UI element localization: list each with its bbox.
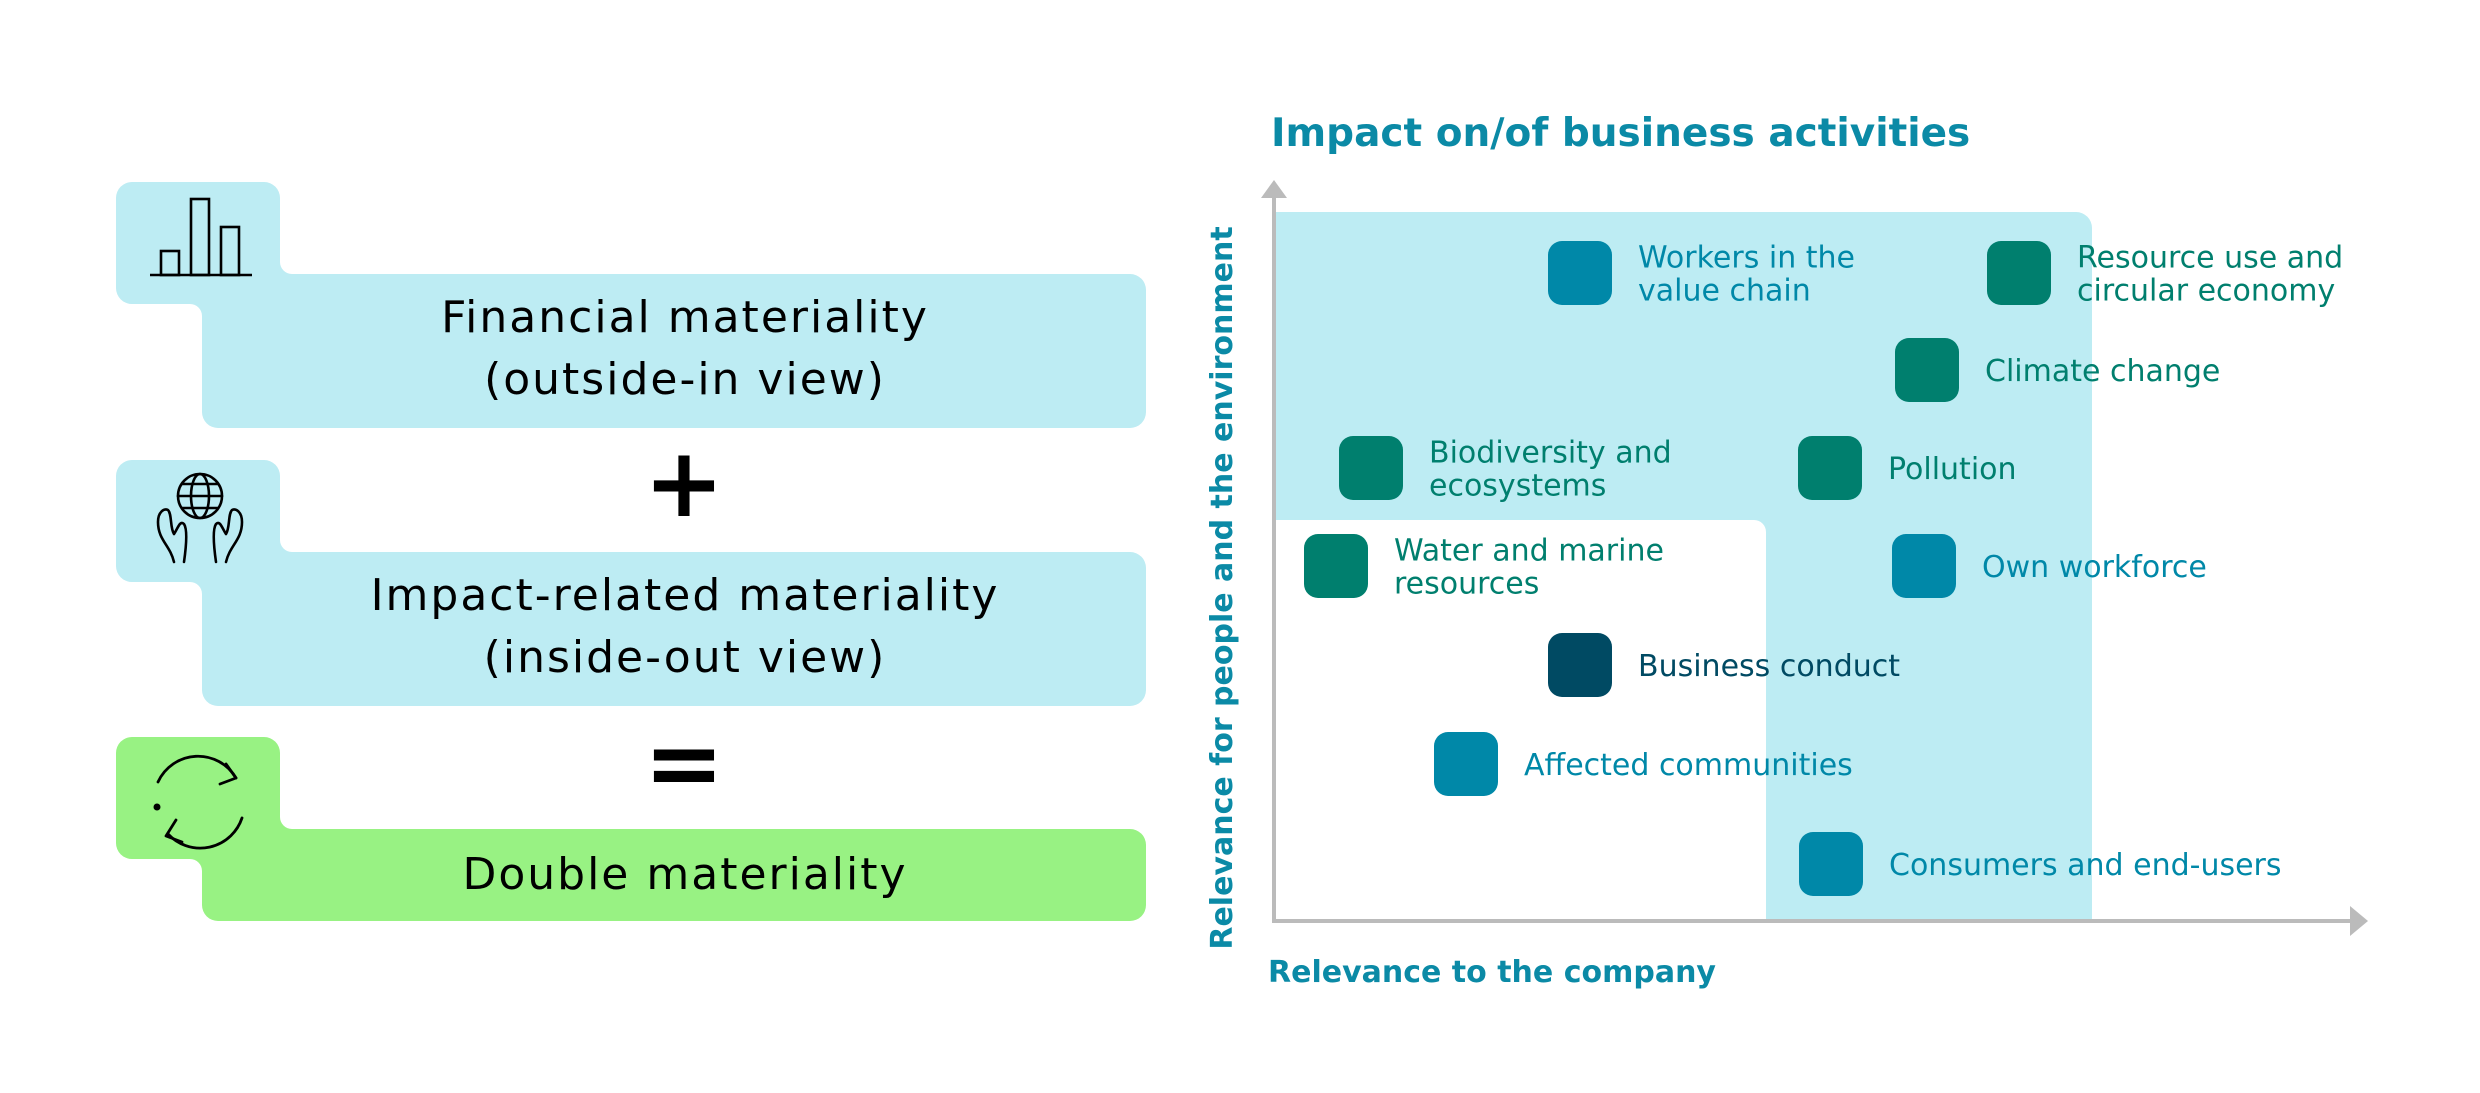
double-materiality-block: Double materiality xyxy=(116,737,1146,921)
topic-label: Water and marine xyxy=(1394,534,1664,569)
impact-materiality-block: Impact-related materiality (inside-out v… xyxy=(116,460,1146,706)
financial-materiality-block: Financial materiality (outside-in view) xyxy=(116,182,1146,428)
financial-materiality-title: Financial materiality xyxy=(441,292,929,343)
materiality-equation: Financial materiality (outside-in view) … xyxy=(116,182,1146,921)
y-axis-arrow xyxy=(1261,180,1287,198)
cycle-arrows-icon xyxy=(153,754,244,850)
topic-consumers-and-end-users: Consumers and end-users xyxy=(1799,832,2282,896)
impact-materiality-subtitle: (inside-out view) xyxy=(484,632,887,683)
materiality-matrix: Impact on/of business activities Relevan… xyxy=(1205,111,2368,990)
topic-business-conduct: Business conduct xyxy=(1548,633,1900,697)
topic-marker xyxy=(1434,732,1498,796)
topic-label: Own workforce xyxy=(1982,550,2207,585)
topic-climate-change: Climate change xyxy=(1895,338,2220,402)
topic-label: Resource use and xyxy=(2077,241,2343,276)
topic-marker xyxy=(1799,832,1863,896)
topic-label: circular economy xyxy=(2077,274,2335,309)
topic-marker xyxy=(1987,241,2051,305)
topic-marker xyxy=(1339,436,1403,500)
topic-pollution: Pollution xyxy=(1798,436,2017,500)
impact-materiality-shape xyxy=(116,460,1146,706)
impact-materiality-title: Impact-related materiality xyxy=(371,570,1000,621)
topic-affected-communities: Affected communities xyxy=(1434,732,1853,796)
y-axis-label: Relevance for people and the environment xyxy=(1205,226,1240,949)
double-materiality-title: Double materiality xyxy=(462,849,907,900)
topic-label: Workers in the xyxy=(1638,241,1855,276)
topic-marker xyxy=(1798,436,1862,500)
topic-label: Biodiversity and xyxy=(1429,436,1672,471)
topic-label: Business conduct xyxy=(1638,649,1900,684)
topic-label: ecosystems xyxy=(1429,469,1606,504)
globe-in-hands-icon xyxy=(156,472,244,564)
x-axis-arrow xyxy=(2350,906,2368,936)
plus-operator: + xyxy=(644,427,724,539)
topic-label: Consumers and end-users xyxy=(1889,848,2282,883)
topic-own-workforce: Own workforce xyxy=(1892,534,2207,598)
topic-label: Pollution xyxy=(1888,452,2017,487)
financial-materiality-shape xyxy=(116,182,1146,428)
financial-materiality-subtitle: (outside-in view) xyxy=(484,354,886,405)
material-topics-area xyxy=(1274,212,2092,920)
topic-label: Affected communities xyxy=(1524,748,1853,783)
bar-chart-icon xyxy=(150,197,252,277)
matrix-axes xyxy=(1261,180,2368,936)
double-materiality-shape xyxy=(116,737,1146,921)
x-axis-label: Relevance to the company xyxy=(1268,955,1716,990)
topic-label: value chain xyxy=(1638,274,1811,309)
topic-marker xyxy=(1892,534,1956,598)
matrix-title: Impact on/of business activities xyxy=(1271,111,1970,156)
topic-label: Climate change xyxy=(1985,354,2220,389)
topic-marker xyxy=(1895,338,1959,402)
topic-marker xyxy=(1304,534,1368,598)
topic-marker xyxy=(1548,241,1612,305)
topic-marker xyxy=(1548,633,1612,697)
topic-label: resources xyxy=(1394,567,1539,602)
equals-operator: = xyxy=(644,707,724,819)
